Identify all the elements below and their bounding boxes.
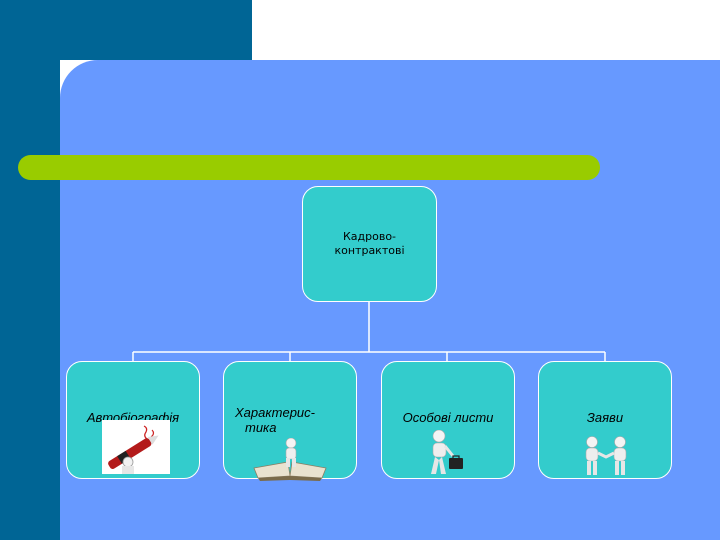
child-label-line-1: Заяви: [586, 410, 624, 425]
left-band: [0, 0, 60, 540]
child-node-characteristic: Характерис- тика: [223, 361, 357, 479]
root-node: Кадрово- контрактові: [302, 186, 437, 302]
root-label-line-1: Кадрово-: [342, 230, 397, 243]
child-label: Характерис- тика: [235, 405, 345, 435]
pen-writing-icon: [102, 420, 170, 474]
child-label: Особові листи: [403, 410, 494, 425]
child-label-line-1: Особові листи: [402, 410, 494, 425]
child-label-line-1: Характерис-: [235, 405, 315, 420]
child-label: Заяви: [587, 410, 623, 425]
accent-bar: [18, 155, 600, 180]
figure-with-briefcase-icon: [431, 430, 463, 474]
child-node-personal-files: Особові листи: [381, 361, 515, 479]
figure-on-book-icon: [253, 438, 327, 481]
top-band: [0, 0, 252, 60]
root-label-line-2: контрактові: [334, 244, 405, 257]
child-node-applications: Заяви: [538, 361, 672, 479]
two-figures-handshake-icon: [585, 436, 627, 475]
child-label-line-2: тика: [245, 420, 277, 435]
